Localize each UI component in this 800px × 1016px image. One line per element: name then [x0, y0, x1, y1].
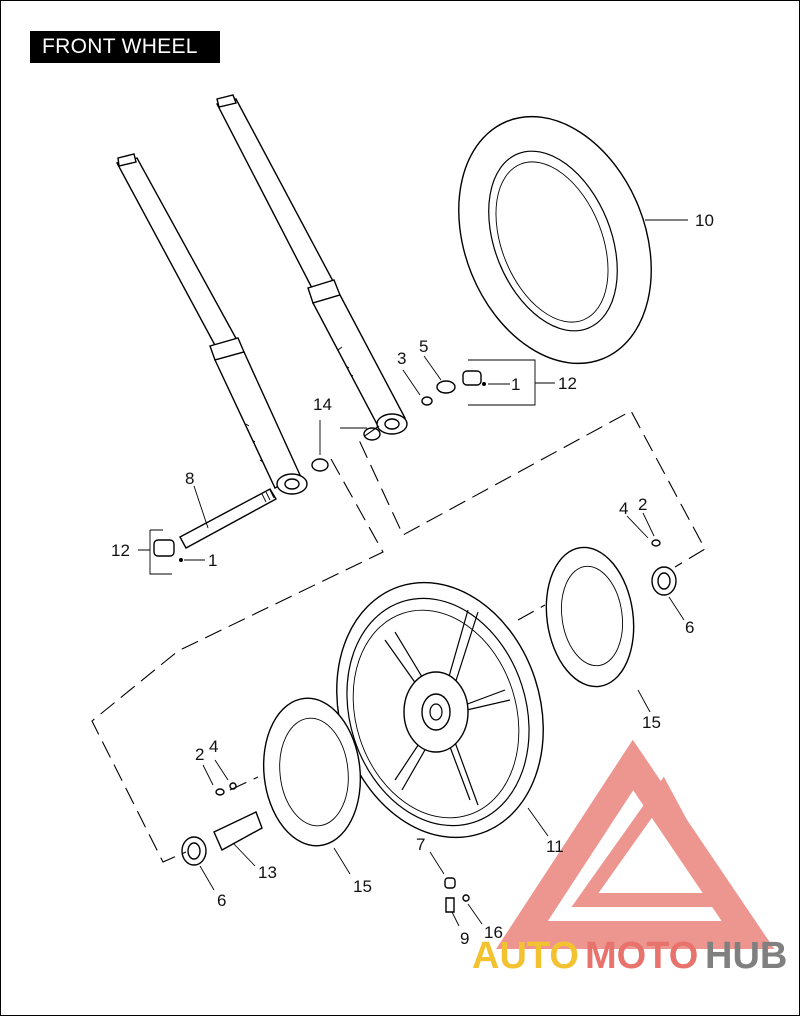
callout-2-right: 2: [638, 495, 647, 514]
callout-12-left: 12: [111, 541, 130, 560]
callout-2-left: 2: [195, 745, 204, 764]
callout-11: 11: [546, 837, 564, 856]
valve-stem: [444, 877, 470, 913]
brake-disc-right: [545, 546, 635, 688]
fork-leg-right: [215, 94, 408, 435]
left-axle-nut: [153, 539, 183, 562]
bearing-right: [651, 539, 677, 596]
callout-9: 9: [460, 929, 469, 948]
callout-13: 13: [258, 863, 277, 882]
watermark-hub: HUB: [705, 935, 787, 977]
callout-6-right: 6: [685, 618, 694, 637]
tire: [458, 115, 652, 365]
cast-wheel: [336, 581, 544, 839]
page-title: FRONT WHEEL: [30, 31, 220, 63]
watermark-moto: MOTO: [585, 935, 698, 977]
callout-labels: 10 12 1 3 5 14 8 12 1 4 2 6 15 11 2 4 6 …: [111, 211, 714, 948]
leader-lines: [138, 219, 688, 927]
callout-15-left: 15: [353, 877, 372, 896]
watermark-logo: [496, 739, 775, 949]
watermark-wordmark: AUTO MOTO HUB: [472, 935, 787, 977]
fork-leg-left: [115, 153, 308, 495]
callout-8: 8: [185, 469, 194, 488]
callout-14: 14: [313, 395, 332, 414]
callout-4-left: 4: [209, 737, 218, 756]
callout-1-left: 1: [208, 551, 217, 570]
callout-16: 16: [484, 923, 503, 942]
watermark-auto: AUTO: [472, 935, 579, 977]
front-axle: [179, 488, 277, 549]
assembly-lines: [91, 410, 706, 863]
brake-disc-left: [262, 697, 362, 847]
left-hardware: [181, 782, 263, 866]
callout-15-right: 15: [642, 713, 661, 732]
callout-4-right: 4: [619, 499, 628, 518]
callout-10: 10: [695, 211, 714, 230]
callout-1-top: 1: [511, 375, 520, 394]
callout-5: 5: [419, 337, 428, 356]
callout-3: 3: [397, 349, 406, 368]
upper-hardware: [311, 370, 486, 472]
callout-12-top: 12: [558, 374, 577, 393]
callout-6-left: 6: [217, 891, 226, 910]
callout-7: 7: [416, 835, 425, 854]
